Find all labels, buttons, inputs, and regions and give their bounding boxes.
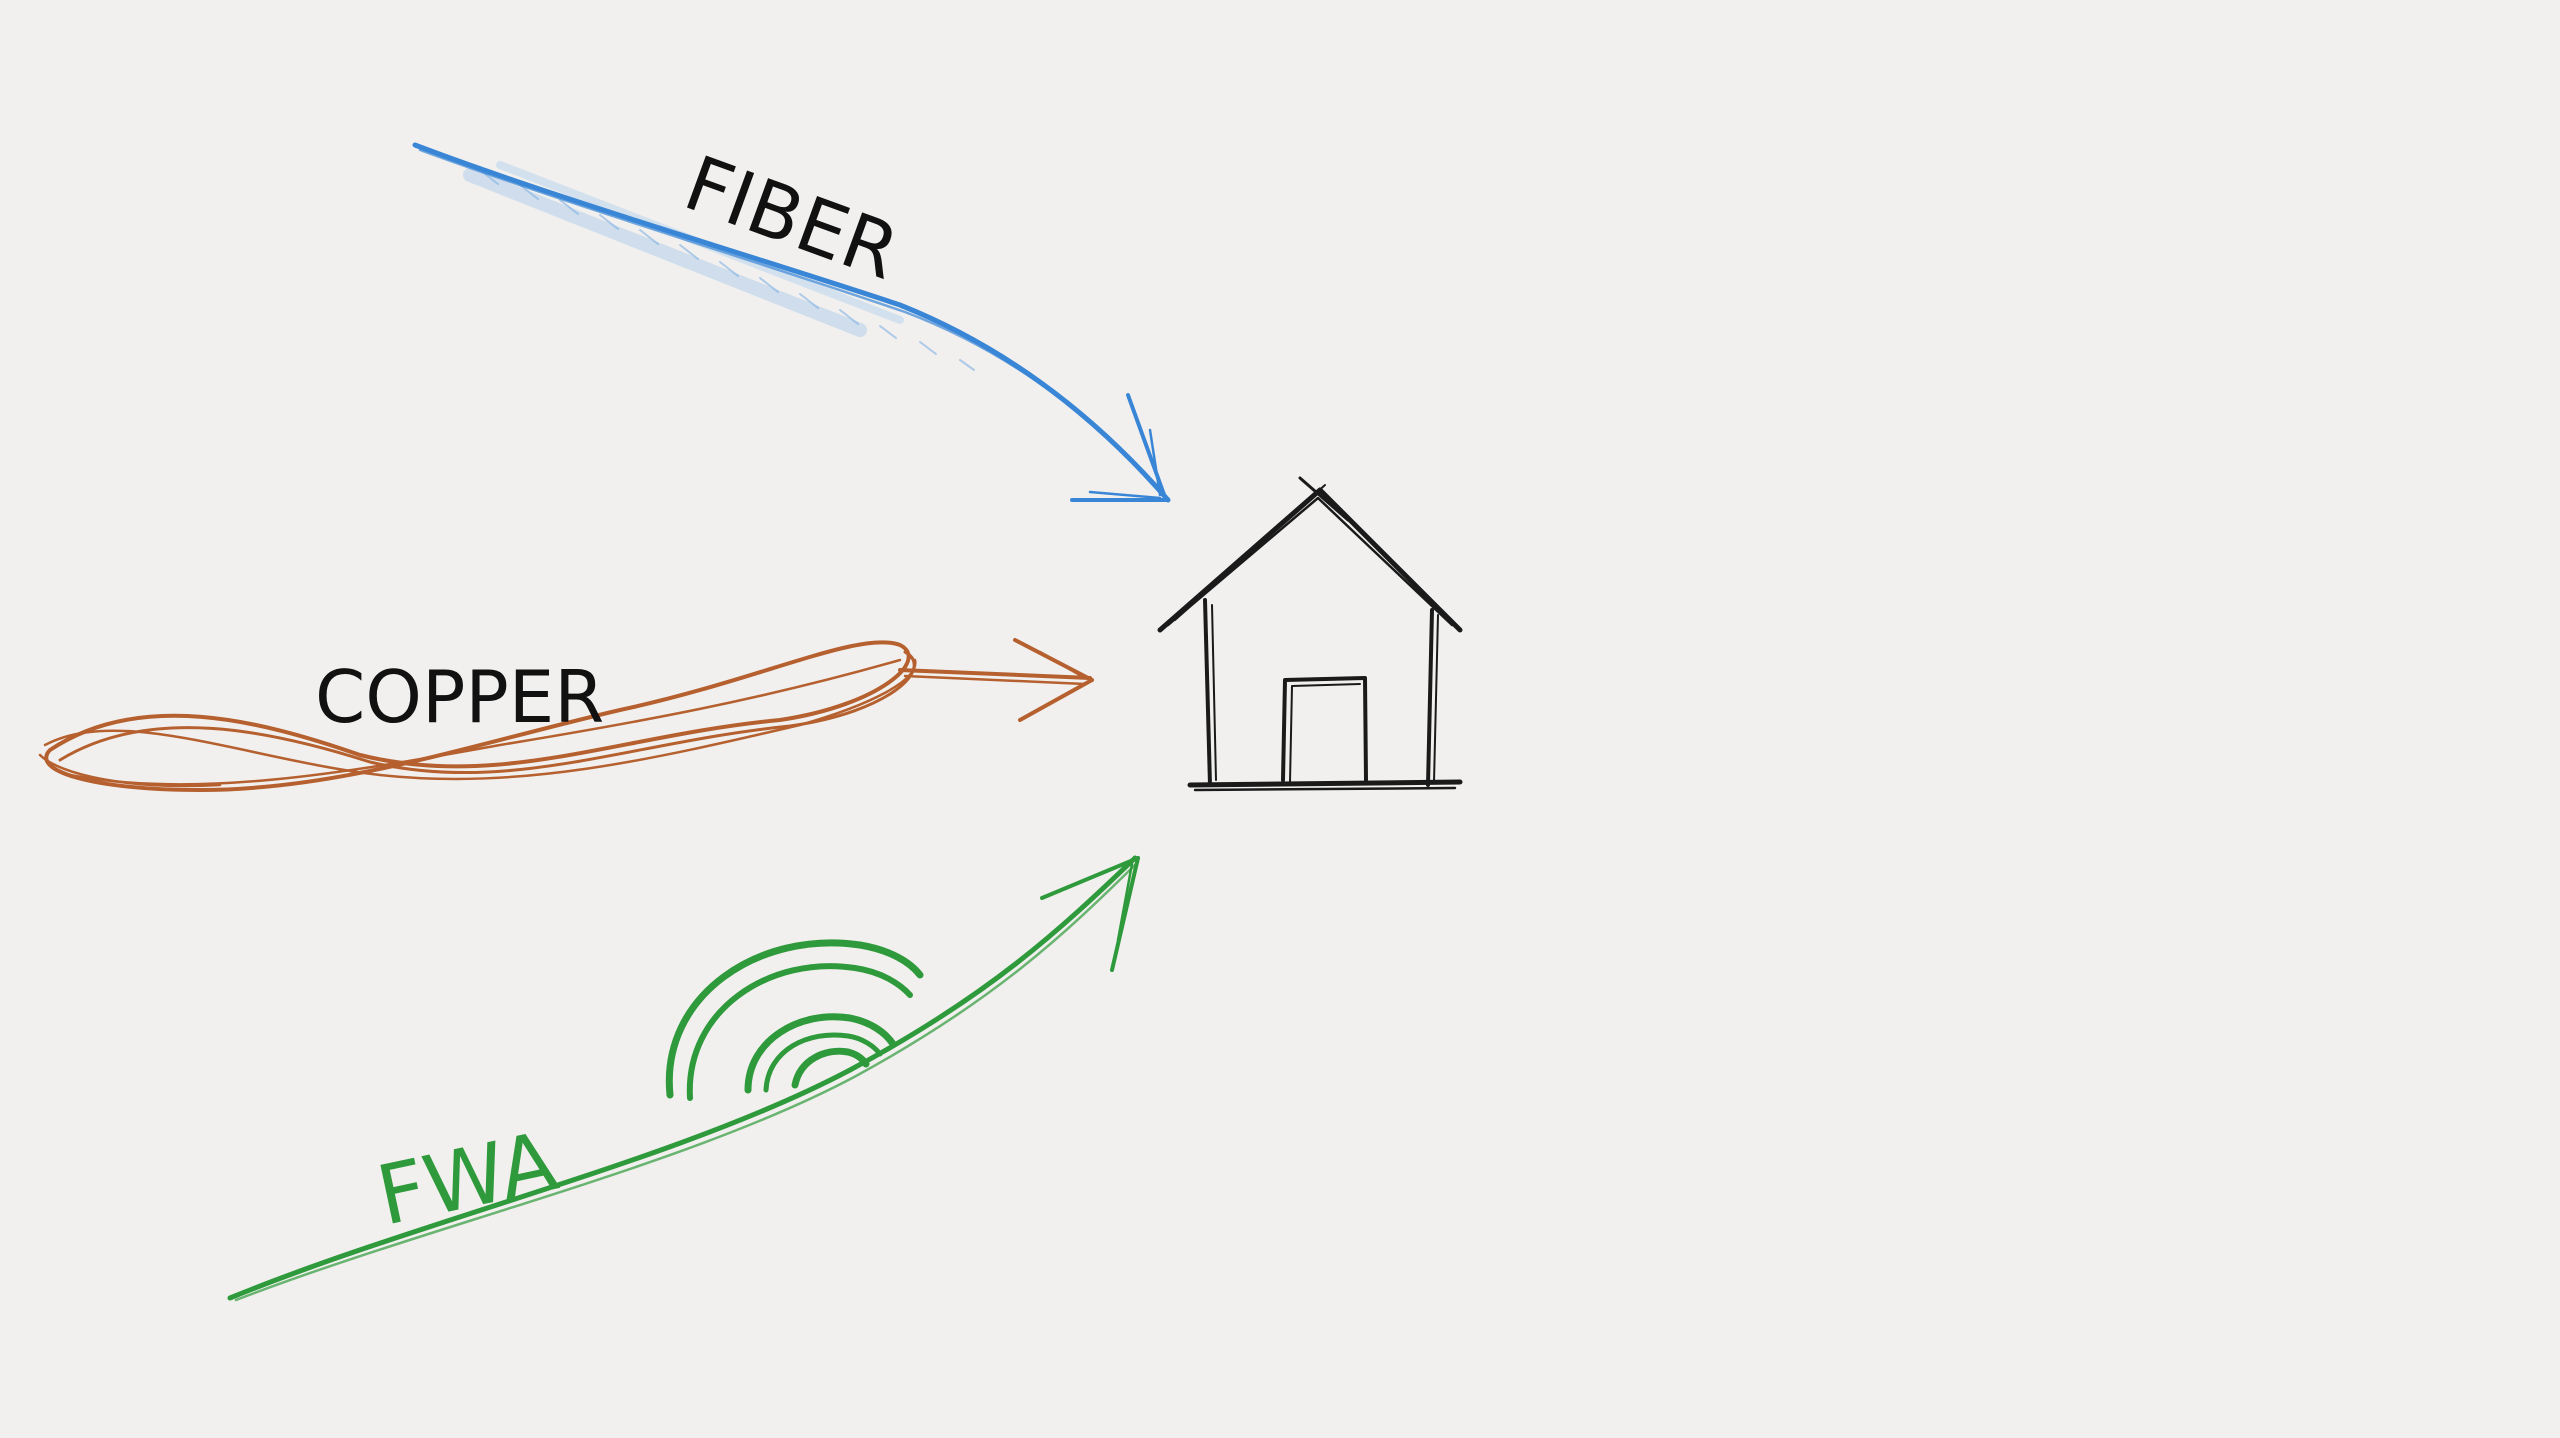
copper-arrow [38,638,1094,793]
house-icon [1157,476,1463,792]
fiber-arrow [412,142,1171,503]
fwa-arrow [227,855,1140,1302]
wireless-signal-icon [665,939,924,1101]
copper-label: COPPER [315,655,604,739]
